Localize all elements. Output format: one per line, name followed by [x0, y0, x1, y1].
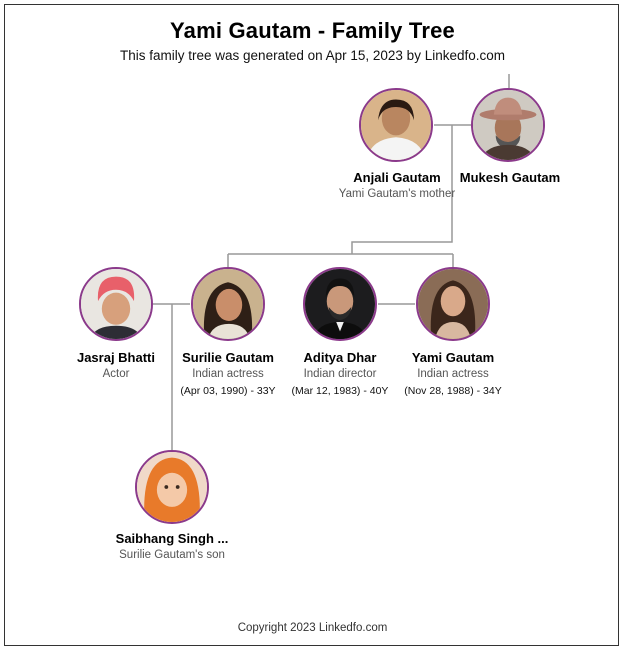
- name-aditya-dhar: Aditya Dhar: [303, 350, 377, 365]
- avatar-yami-gautam[interactable]: [416, 267, 490, 341]
- desc-jasraj-bhatti: Actor: [102, 368, 130, 380]
- page-subtitle: This family tree was generated on Apr 15…: [120, 48, 505, 63]
- name-surilie-gautam: Surilie Gautam: [182, 350, 274, 365]
- avatar-anjali-gautam[interactable]: [359, 88, 433, 162]
- name-mukesh-gautam: Mukesh Gautam: [459, 170, 561, 185]
- connector-parents-down: [351, 125, 453, 254]
- avatar-jasraj-bhatti[interactable]: [79, 267, 153, 341]
- name-yami-gautam: Yami Gautam: [411, 350, 495, 365]
- desc-yami-gautam: Indian actress: [417, 368, 489, 380]
- name-jasraj-bhatti: Jasraj Bhatti: [76, 350, 156, 365]
- desc-surilie-gautam: Indian actress: [192, 368, 264, 380]
- desc-anjali-gautam: Yami Gautam's mother: [338, 188, 456, 200]
- avatar-saibhang-singh[interactable]: [135, 450, 209, 524]
- avatar-aditya-dhar[interactable]: [303, 267, 377, 341]
- desc-saibhang-singh: Surilie Gautam's son: [119, 549, 225, 561]
- avatar-mukesh-gautam[interactable]: [471, 88, 545, 162]
- name-anjali-gautam: Anjali Gautam: [353, 170, 441, 185]
- desc-aditya-dhar: Indian director: [303, 368, 377, 380]
- name-saibhang-singh: Saibhang Singh ...: [115, 531, 229, 546]
- avatar-surilie-gautam[interactable]: [191, 267, 265, 341]
- dates-surilie-gautam: (Apr 03, 1990) - 33Y: [180, 385, 276, 397]
- dates-aditya-dhar: (Mar 12, 1983) - 40Y: [291, 385, 389, 397]
- dates-yami-gautam: (Nov 28, 1988) - 34Y: [404, 385, 502, 397]
- page-title: Yami Gautam - Family Tree: [169, 18, 455, 43]
- footer-copyright: Copyright 2023 Linkedfo.com: [237, 622, 388, 634]
